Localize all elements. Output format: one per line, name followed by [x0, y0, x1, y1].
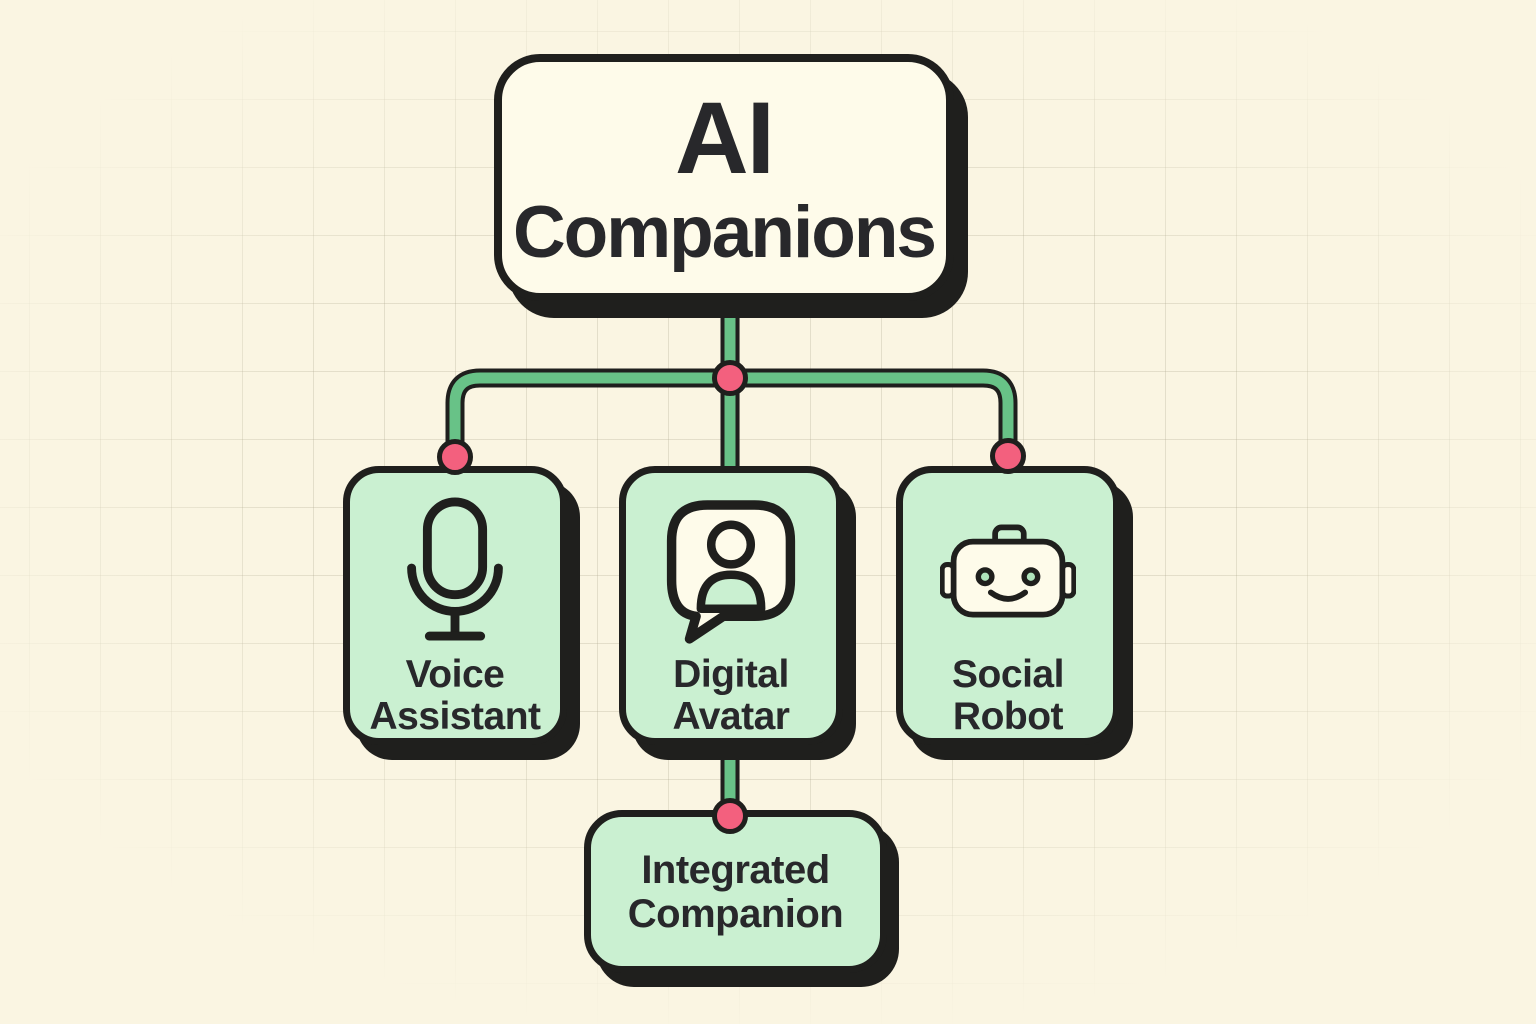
digital-avatar-label-line2: Avatar	[672, 695, 790, 738]
social-robot-label-line1: Social	[952, 653, 1064, 696]
integrated-companion-label-line1: Integrated	[641, 847, 830, 892]
root-title-line1: AI	[675, 80, 775, 195]
social-robot-label: Social Robot	[952, 654, 1064, 738]
node-ai-companions: AI Companions	[494, 54, 954, 301]
node-voice-assistant: Voice Assistant	[343, 466, 567, 745]
voice-assistant-label-line2: Assistant	[369, 695, 541, 738]
node-integrated-companion: Integrated Companion	[584, 810, 887, 973]
node-social-robot: Social Robot	[896, 466, 1120, 745]
digital-avatar-label: Digital Avatar	[673, 654, 790, 738]
robot-face-icon	[940, 494, 1076, 648]
voice-assistant-label: Voice Assistant	[369, 653, 541, 738]
digital-avatar-label-line1: Digital	[673, 653, 789, 696]
voice-assistant-label-line1: Voice	[405, 653, 505, 696]
integrated-companion-label-line2: Companion	[627, 891, 844, 936]
microphone-icon	[405, 494, 505, 648]
social-robot-label-line2: Robot	[952, 695, 1064, 738]
root-title-line2: Companions	[512, 191, 937, 273]
speech-bubble-avatar-icon	[665, 494, 797, 648]
node-digital-avatar: Digital Avatar	[619, 466, 843, 745]
integrated-companion-label: Integrated Companion	[627, 847, 844, 936]
